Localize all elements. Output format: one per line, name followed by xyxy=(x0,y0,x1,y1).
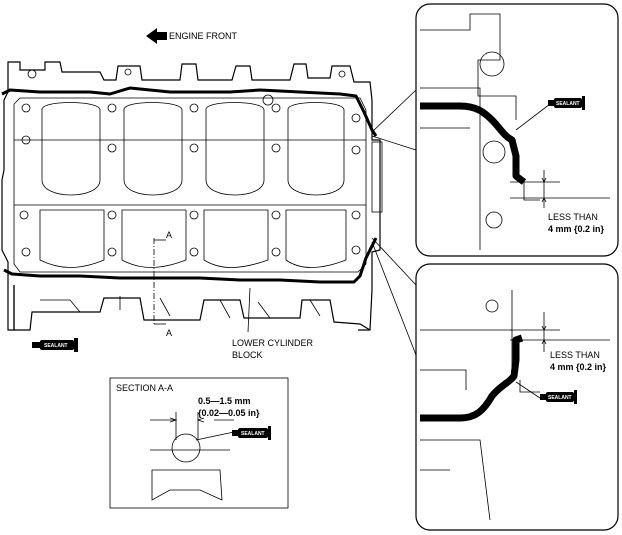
block-right-face xyxy=(358,100,381,331)
cradle-3 xyxy=(205,102,265,196)
detail-bottom-leader-1 xyxy=(371,237,417,286)
cylinder-block-view: A A LOWER CYLINDER BLOCK SEALANT xyxy=(1,61,417,360)
detail-bottom-leader-2 xyxy=(371,241,417,356)
lower-block-leader xyxy=(247,287,251,333)
bearing-cradles xyxy=(14,102,366,268)
lower-block-ribs xyxy=(40,296,321,319)
sealant-bead-top xyxy=(1,86,378,137)
engine-front-arrow xyxy=(146,28,167,44)
right-flange xyxy=(371,141,383,213)
cradle-1 xyxy=(41,102,101,196)
block-left-face xyxy=(1,91,15,331)
sealant-tag-detail-bottom: SEALANT xyxy=(548,395,572,401)
detail-bottom-bead xyxy=(420,334,524,422)
detail-bottom-less-than: LESS THAN xyxy=(550,350,600,360)
section-mark-bottom: A xyxy=(166,328,172,338)
sealant-tag-section: SEALANT xyxy=(241,431,265,437)
detail-top: LESS THAN 4 mm {0.2 in} SEALANT xyxy=(415,3,619,257)
sealant-tube-detail-top: SEALANT xyxy=(548,96,585,110)
detail-bottom-frame xyxy=(415,263,619,531)
cradle-2 xyxy=(123,102,183,196)
cradle-4 xyxy=(287,102,345,196)
engine-front-label: ENGINE FRONT xyxy=(169,31,238,41)
detail-top-leader-2 xyxy=(371,135,417,151)
section-aa-inset: SECTION A-A 0.5—1.5 mm {0.02—0.05 in} SE… xyxy=(109,377,289,509)
detail-bottom-dimension: 4 mm {0.2 in} xyxy=(550,362,607,372)
lower-block-label-line2: BLOCK xyxy=(232,350,263,360)
sealant-tag-main: SEALANT xyxy=(44,343,68,349)
section-width-in: {0.02—0.05 in} xyxy=(198,408,260,418)
lower-block-label-line1: LOWER CYLINDER xyxy=(232,338,314,348)
lower-block-bottom-outline xyxy=(13,285,371,331)
upper-block-outline xyxy=(7,61,373,101)
cradle-lower-2 xyxy=(121,209,187,268)
engine-front-indicator: ENGINE FRONT xyxy=(146,28,238,44)
section-lower-part xyxy=(151,469,223,501)
section-bead-cross-section xyxy=(171,433,201,463)
sealant-tube-section: SEALANT xyxy=(232,426,271,440)
sealant-tube-detail-bottom: SEALANT xyxy=(540,390,577,404)
sealant-bead-bottom xyxy=(3,237,378,284)
detail-top-frame xyxy=(415,3,619,257)
sealant-tag-detail-top: SEALANT xyxy=(556,101,580,107)
cradle-lower-4 xyxy=(285,209,347,268)
cradle-lower-3 xyxy=(203,209,269,268)
detail-bottom: LESS THAN 4 mm {0.2 in} SEALANT xyxy=(415,263,619,531)
bolt-holes xyxy=(19,68,361,257)
detail-top-leader-1 xyxy=(371,89,417,133)
detail-top-less-than: LESS THAN xyxy=(548,212,598,222)
section-mark-top: A xyxy=(166,230,172,240)
block-inner-outline xyxy=(13,97,367,273)
section-frame xyxy=(109,377,289,509)
sealant-tube-main: SEALANT xyxy=(32,338,78,352)
cradle-lower-1 xyxy=(39,209,105,268)
section-title: SECTION A-A xyxy=(116,383,173,393)
section-width-mm: 0.5—1.5 mm xyxy=(198,396,251,406)
detail-top-bead xyxy=(420,102,527,185)
detail-top-dimension: 4 mm {0.2 in} xyxy=(548,224,605,234)
